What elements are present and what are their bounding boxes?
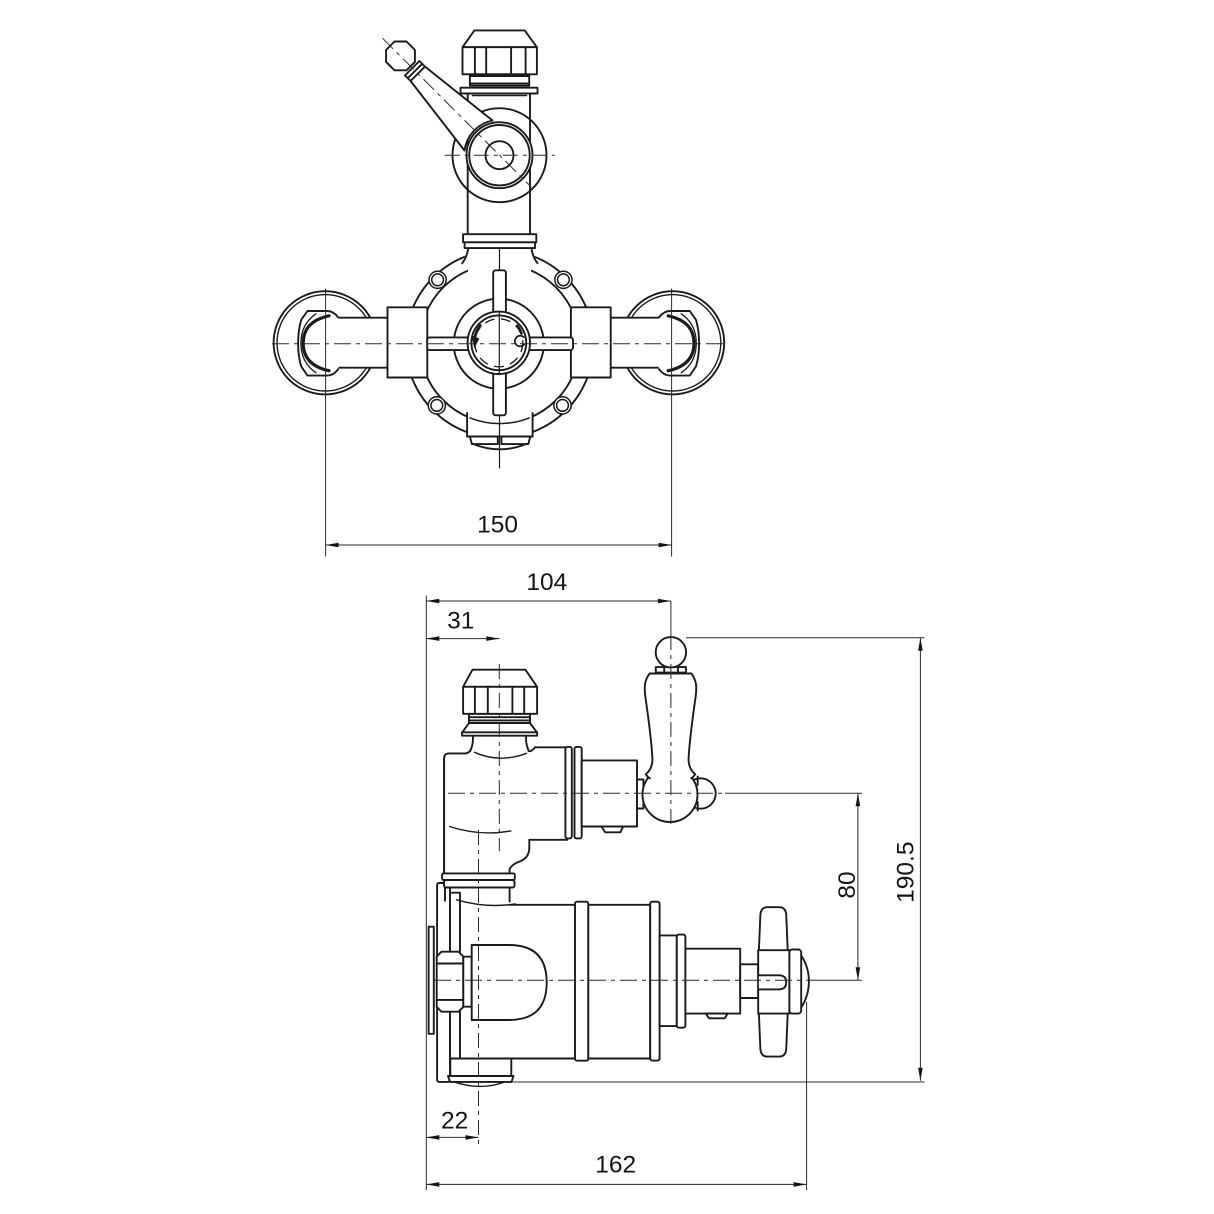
svg-text:190.5: 190.5 <box>893 842 920 903</box>
svg-text:22: 22 <box>441 1108 468 1135</box>
svg-text:31: 31 <box>447 608 474 635</box>
svg-text:162: 162 <box>595 1152 636 1179</box>
svg-text:150: 150 <box>477 512 518 539</box>
svg-text:104: 104 <box>526 569 567 596</box>
svg-text:80: 80 <box>834 871 861 898</box>
